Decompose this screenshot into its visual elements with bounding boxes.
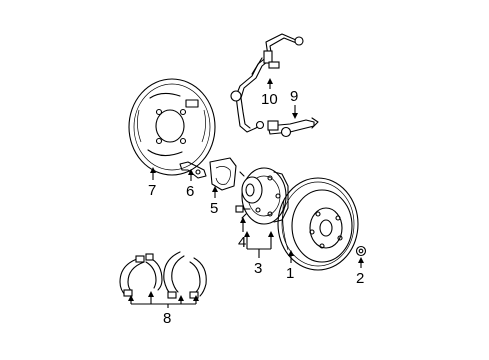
brake-drum [277,177,359,271]
seal-plate [209,157,237,191]
leader-lines [128,78,364,308]
brake-hose [267,117,319,138]
backing-plate [128,78,216,176]
callout-3: 3 [254,260,262,277]
callout-5: 5 [210,200,218,217]
lug-nut [355,245,367,257]
brake-line-assembly [230,33,304,133]
callout-labels: 7 6 5 4 3 1 2 10 9 8 [148,88,364,327]
brake-shoes [119,251,207,299]
callout-8: 8 [163,310,171,327]
callout-6: 6 [186,183,194,200]
callout-7: 7 [148,182,156,199]
callout-4: 4 [238,234,246,251]
callout-10: 10 [261,91,278,108]
bracket [179,161,207,179]
hub-bearing [239,167,289,225]
bolt [235,205,251,213]
callout-2: 2 [356,270,364,287]
callout-9: 9 [290,88,298,105]
callout-1: 1 [286,265,294,282]
